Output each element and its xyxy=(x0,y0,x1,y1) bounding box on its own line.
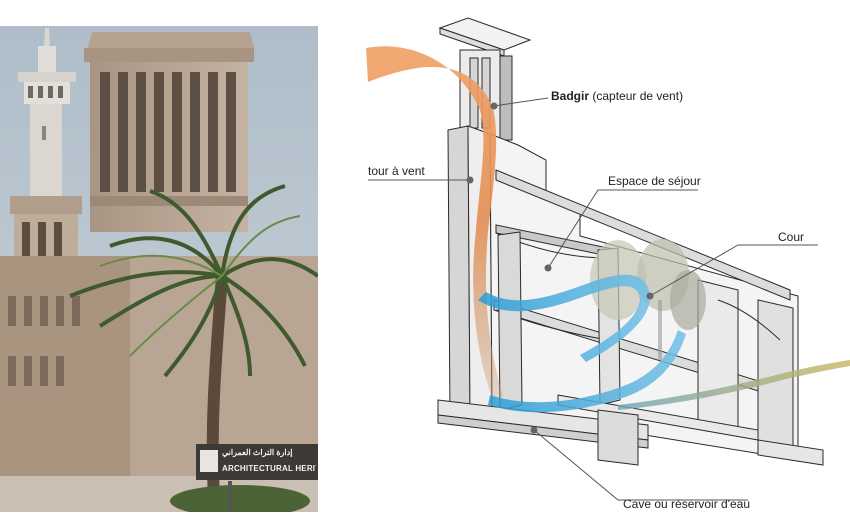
photo-illustration xyxy=(0,26,318,512)
sign-english-text: ARCHITECTURAL HERITAGE xyxy=(222,464,316,473)
label-espace-de-sejour: Espace de séjour xyxy=(608,174,701,188)
outgoing-air-flow xyxy=(618,360,850,410)
label-badgir-rest: (capteur de vent) xyxy=(589,89,684,103)
heritage-sign xyxy=(196,444,318,512)
building-body xyxy=(0,256,318,476)
wind-tower-photo: إدارة التراث العمراني ARCHITECTURAL HERI… xyxy=(0,26,318,512)
incoming-air-flow xyxy=(366,46,503,400)
sign-arabic-text: إدارة التراث العمراني xyxy=(222,448,293,457)
leader-lines xyxy=(368,97,818,501)
shrubs xyxy=(170,485,310,512)
wind-tower-section-diagram: Badgir (capteur de vent) tour à vent Esp… xyxy=(318,0,850,514)
label-tour-a-vent: tour à vent xyxy=(368,164,425,178)
label-cour: Cour xyxy=(778,230,805,244)
label-badgir: Badgir (capteur de vent) xyxy=(551,89,683,103)
cool-air-flow-lower xyxy=(488,330,686,413)
leader-dots xyxy=(466,102,654,434)
palm-tree xyxy=(69,184,318,497)
section-drawing xyxy=(366,17,850,501)
label-cave: Cave ou réservoir d'eau xyxy=(623,497,751,511)
main-wind-tower xyxy=(84,32,254,232)
label-badgir-bold: Badgir xyxy=(551,89,590,103)
cool-air-flow-upper xyxy=(478,274,651,362)
